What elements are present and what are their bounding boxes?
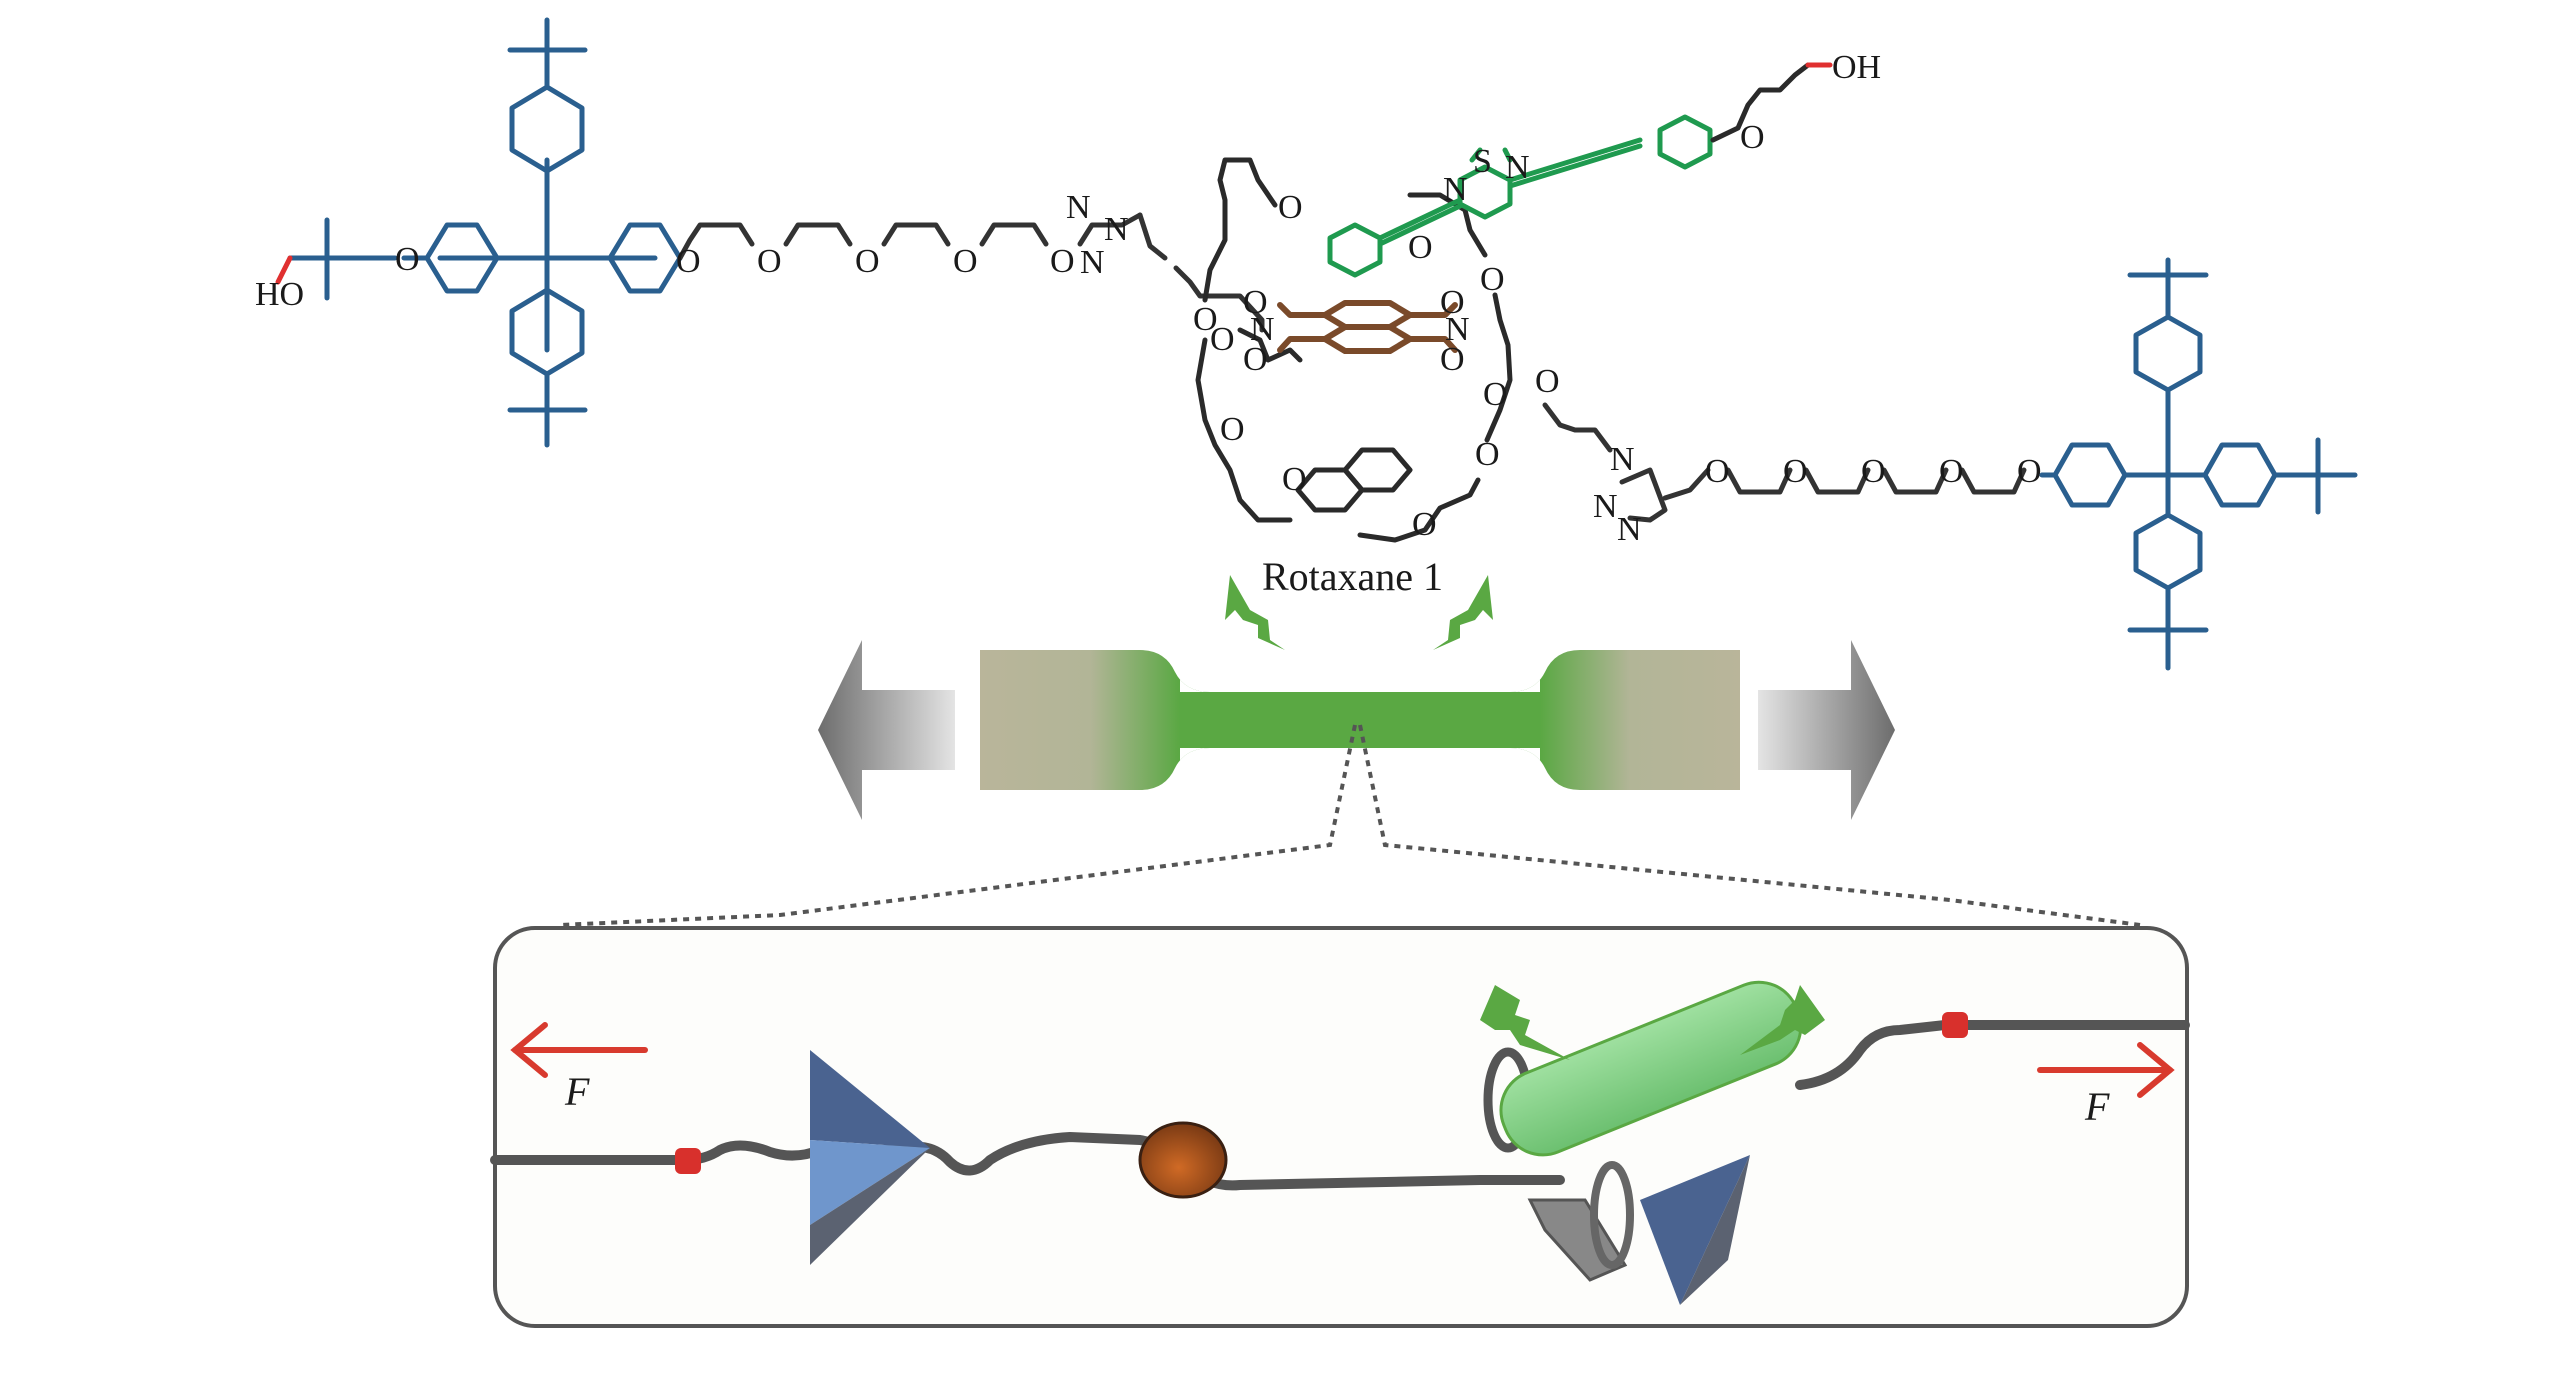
- ring-oxygen: O: [1408, 229, 1433, 266]
- specimen-grip-right: [1540, 650, 1740, 790]
- ring-oxygen: O: [1483, 376, 1508, 413]
- acceptor-bead: [1138, 1121, 1228, 1199]
- ring-oxygen: O: [1480, 261, 1505, 298]
- peg-oxygen: O: [2017, 453, 2042, 490]
- chemical-structure: HO O O O O O O N N N: [255, 17, 2358, 671]
- carbonyl-oxygen: O: [1440, 284, 1465, 321]
- peg-oxygen: O: [1050, 243, 1075, 280]
- force-label-left: F: [564, 1069, 590, 1114]
- hydroxyl-bond-left: [275, 255, 293, 285]
- naphthalene-diimide-acceptor: [1277, 300, 1458, 354]
- fluorophore-rod: [1483, 980, 1803, 1157]
- specimen-grip-left: [980, 650, 1180, 790]
- triazole-nitrogen: N: [1610, 441, 1635, 478]
- peg-oxygen: O: [855, 243, 880, 280]
- naphthalene-donor: [1295, 447, 1413, 513]
- ring-oxygen: O: [1278, 189, 1303, 226]
- ring-oxygen: O: [1475, 436, 1500, 473]
- imide-nitrogen: N: [1445, 311, 1470, 348]
- ring-oxygen: O: [1193, 301, 1218, 338]
- carbonyl-oxygen: O: [1440, 341, 1465, 378]
- rotaxane-cartoon-panel: F F: [490, 926, 2190, 1328]
- lightning-icon: [1225, 575, 1493, 650]
- hydroxyl-label-right: OH: [1832, 49, 1881, 86]
- ring-oxygen: O: [1535, 363, 1560, 400]
- end-cap-left: [675, 1148, 701, 1174]
- ndi-atoms: O N O O N O: [1243, 284, 1470, 378]
- compound-label: Rotaxane 1: [1262, 554, 1443, 599]
- right-peg-chain: [1542, 402, 2027, 523]
- ring-oxygen: O: [1220, 411, 1245, 448]
- carbonyl-oxygen: O: [1243, 341, 1268, 378]
- propanol-arm: [1710, 62, 1811, 143]
- ring-oxygen: O: [1210, 321, 1235, 358]
- ether-oxygen: O: [1740, 119, 1765, 156]
- zoom-panel-border: [493, 926, 2189, 1328]
- force-label-right: F: [2084, 1084, 2110, 1129]
- right-stopper: [2039, 257, 2358, 671]
- force-arrow-right: [2037, 1042, 2175, 1098]
- benzothiadiazole-fluorophore: [1327, 114, 1713, 278]
- axle-thread-right: [1795, 1020, 2190, 1090]
- macrocycle-block: [1527, 1161, 1634, 1282]
- crown-macrocycle: [1195, 157, 1513, 543]
- ring-oxygen: O: [1282, 461, 1307, 498]
- thiadiazole-nitrogen: N: [1505, 149, 1530, 186]
- force-arrow-left: [510, 1022, 648, 1078]
- peg-oxygen: O: [676, 243, 701, 280]
- peg-oxygen: O: [1783, 453, 1808, 490]
- ring-oxygen: O: [1412, 506, 1437, 543]
- peg-oxygen: O: [757, 243, 782, 280]
- lightning-icon: [1480, 985, 1825, 1060]
- triazole-nitrogen: N: [1080, 244, 1105, 281]
- arrow-right-icon: [1758, 640, 1895, 820]
- triazole-nitrogen: N: [1617, 511, 1642, 548]
- hydroxyl-label-left: HO: [255, 276, 304, 313]
- zoom-indicator: [559, 724, 2141, 927]
- ether-oxygen: O: [395, 241, 420, 278]
- left-stopper: [287, 17, 683, 448]
- peg-oxygen: O: [1861, 453, 1886, 490]
- left-peg-oxygens: O O O O O N N N: [676, 189, 1129, 281]
- triazole-nitrogen: N: [1593, 488, 1618, 525]
- peg-oxygen: O: [1705, 453, 1730, 490]
- tensile-specimen-scene: [559, 575, 2141, 927]
- right-peg-oxygens: N N N O O O O O: [1593, 441, 2042, 548]
- peg-oxygen: O: [953, 243, 978, 280]
- carbonyl-oxygen: O: [1243, 284, 1268, 321]
- triazole-nitrogen: N: [1066, 189, 1091, 226]
- arrow-left-icon: [818, 640, 955, 820]
- end-cap-right: [1942, 1012, 1968, 1038]
- triazole-nitrogen: N: [1104, 211, 1129, 248]
- right-pyramid-stopper: [1640, 1155, 1750, 1305]
- peg-oxygen: O: [1939, 453, 1964, 490]
- macrocycle-oxygens: O O O O O O O O O O O: [1193, 189, 1560, 543]
- left-pyramid-stopper: [810, 1050, 930, 1265]
- left-peg-chain: [677, 212, 1265, 333]
- thiadiazole-sulfur: S: [1473, 143, 1492, 180]
- thiadiazole-nitrogen: N: [1443, 171, 1468, 208]
- imide-nitrogen: N: [1250, 311, 1275, 348]
